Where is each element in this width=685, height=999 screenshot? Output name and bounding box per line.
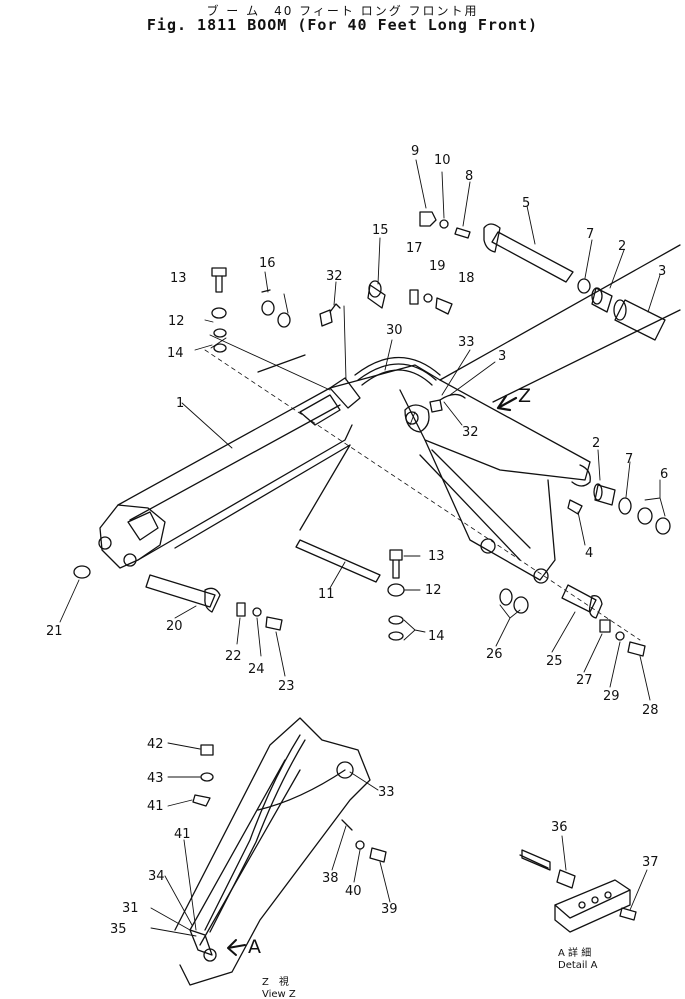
part-label-38: 38	[322, 871, 339, 886]
detail-a-drawing	[519, 849, 637, 933]
part-label-18: 18	[458, 271, 475, 286]
part-label-41: 41	[174, 827, 191, 842]
part-label-7: 7	[625, 452, 633, 467]
part-label-2: 2	[592, 436, 600, 451]
part-label-19: 19	[429, 259, 446, 274]
part-label-37: 37	[642, 855, 659, 870]
part-label-3: 3	[498, 349, 506, 364]
part-label-12: 12	[425, 583, 442, 598]
part-label-4: 4	[585, 546, 593, 561]
part-label-12: 12	[168, 314, 185, 329]
part-label-20: 20	[166, 619, 183, 634]
part-label-1: 1	[176, 396, 184, 411]
part-label-11: 11	[318, 587, 335, 602]
part-label-29: 29	[603, 689, 620, 704]
part-label-33: 33	[378, 785, 395, 800]
part-label-15: 15	[372, 223, 389, 238]
part-label-13: 13	[170, 271, 187, 286]
view-z-caption-jp: Z 視	[262, 975, 289, 988]
part-label-36: 36	[551, 820, 568, 835]
part-label-41: 41	[147, 799, 164, 814]
part-label-22: 22	[225, 649, 242, 664]
part-label-42: 42	[147, 737, 164, 752]
part-label-26: 26	[486, 647, 503, 662]
part-label-5: 5	[522, 196, 530, 211]
a-view-letter: A	[248, 936, 261, 958]
part-label-8: 8	[465, 169, 473, 184]
part-label-7: 7	[586, 227, 594, 242]
view-z-drawing	[174, 717, 387, 986]
part-label-31: 31	[122, 901, 139, 916]
figure-title: Fig. 1811 BOOM (For 40 Feet Long Front)	[146, 16, 539, 34]
part-label-32: 32	[326, 269, 343, 284]
part-label-2: 2	[618, 239, 626, 254]
part-label-28: 28	[642, 703, 659, 718]
part-label-35: 35	[110, 922, 127, 937]
part-label-30: 30	[386, 323, 403, 338]
figure-title-jp: ブ ー ム 40 フィート ロング フロント用	[206, 4, 479, 18]
part-label-32: 32	[462, 425, 479, 440]
part-label-14: 14	[428, 629, 445, 644]
boom-body	[98, 244, 681, 641]
view-markers: Z A Z 視 View Z A 詳 細 Detail A	[248, 385, 598, 999]
leader-lines	[59, 159, 666, 937]
part-label-33: 33	[458, 335, 475, 350]
exploded-parts	[73, 211, 671, 657]
z-view-letter: Z	[518, 385, 531, 407]
part-label-13: 13	[428, 549, 445, 564]
part-label-10: 10	[434, 153, 451, 168]
part-label-43: 43	[147, 771, 164, 786]
part-label-21: 21	[46, 624, 63, 639]
part-label-40: 40	[345, 884, 362, 899]
part-label-17: 17	[406, 241, 423, 256]
part-label-16: 16	[259, 256, 276, 271]
part-label-9: 9	[411, 144, 419, 159]
part-label-39: 39	[381, 902, 398, 917]
part-label-23: 23	[278, 679, 295, 694]
part-label-25: 25	[546, 654, 563, 669]
part-label-6: 6	[660, 467, 668, 482]
detail-a-caption-jp: A 詳 細	[558, 946, 591, 959]
view-z-caption: View Z	[262, 989, 296, 999]
part-label-3: 3	[658, 264, 666, 279]
z-arrow-marker	[496, 394, 518, 412]
part-label-24: 24	[248, 662, 265, 677]
part-label-34: 34	[148, 869, 165, 884]
part-labels: 1 2 2 3 3 4 5 6 7 7 8 9 10 11 12 12 13 1…	[46, 144, 668, 937]
part-label-14: 14	[167, 346, 184, 361]
part-label-27: 27	[576, 673, 593, 688]
detail-a-caption: Detail A	[558, 960, 598, 971]
